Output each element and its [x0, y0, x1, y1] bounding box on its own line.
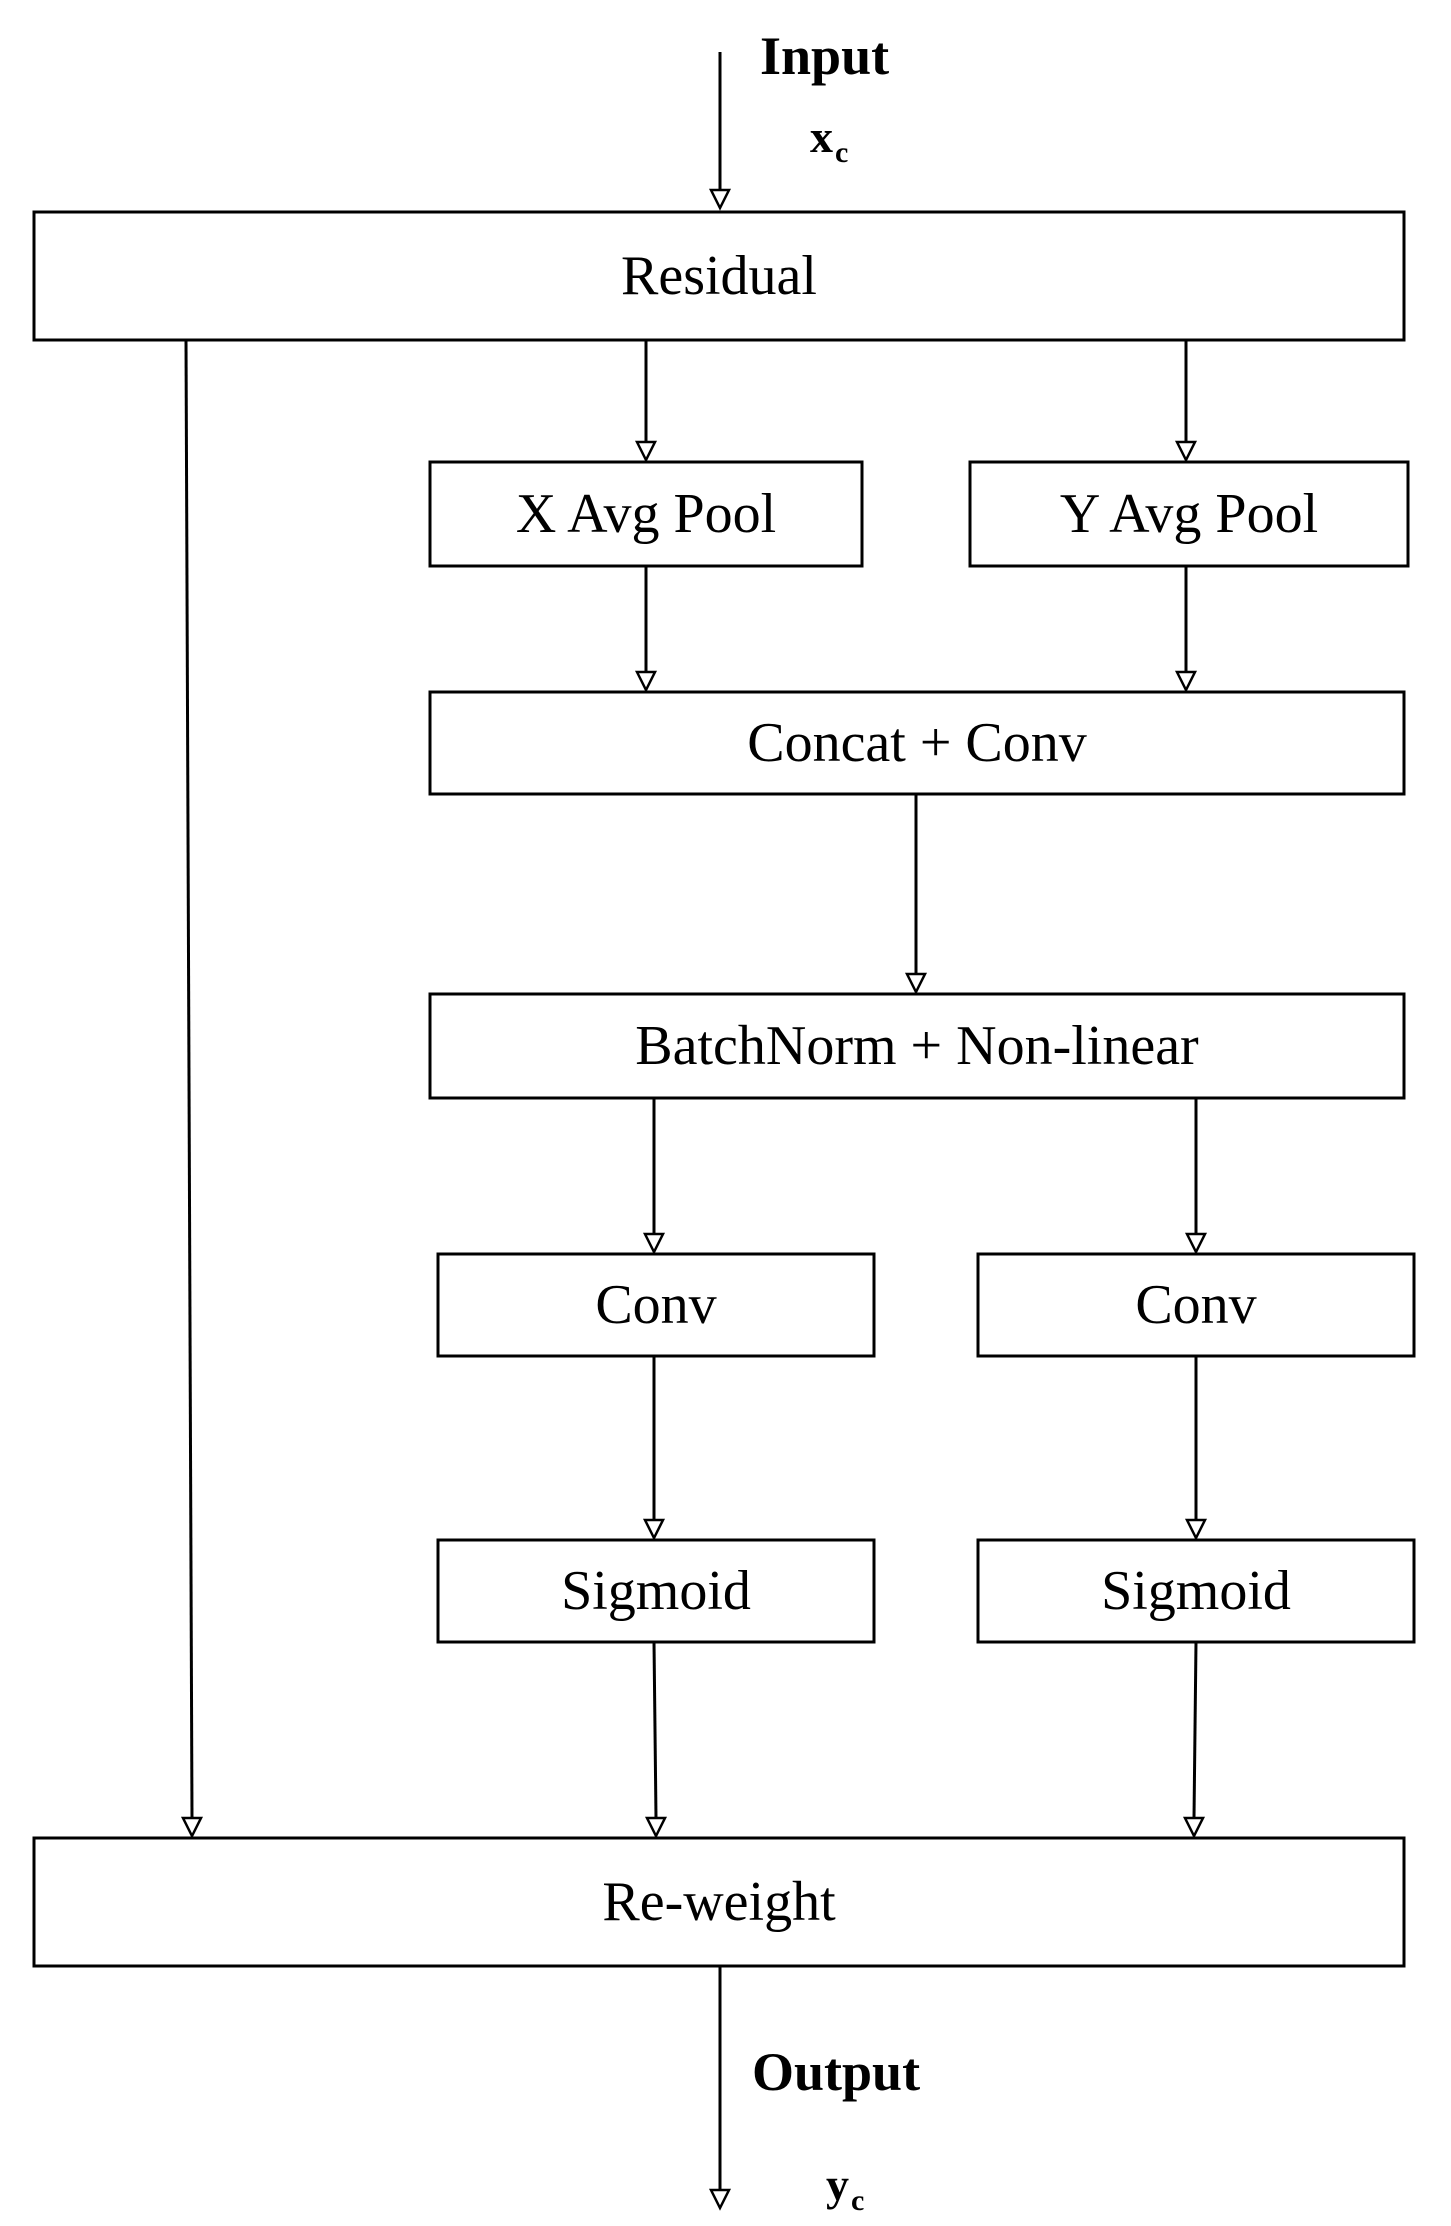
concat-conv-label: Concat + Conv — [747, 712, 1087, 774]
input-variable-subscript: c — [835, 136, 848, 169]
node-batchnorm: BatchNorm + Non-linear — [428, 992, 1406, 1100]
output-variable-base: y — [826, 2159, 849, 2210]
edge-concat-conv-batchnorm — [904, 794, 928, 995]
node-conv-left: Conv — [436, 1252, 876, 1358]
edge-reweight-output — [708, 1966, 732, 2211]
node-x-avg-pool: X Avg Pool — [428, 460, 864, 568]
y-avg-pool-label: Y Avg Pool — [1060, 483, 1318, 545]
edge-batchnorm-conv-right — [1184, 1098, 1208, 1255]
edge-residual-y-avg-pool — [1174, 340, 1198, 463]
conv-left-label: Conv — [595, 1274, 716, 1336]
edge-sigmoid-left-reweight — [644, 1641, 668, 1839]
reweight-label: Re-weight — [602, 1871, 836, 1933]
input-label-group: Input xc — [760, 26, 889, 169]
x-avg-pool-label: X Avg Pool — [516, 483, 776, 545]
edge-x-avg-pool-concat-conv — [634, 566, 658, 693]
edge-conv-right-sigmoid-right — [1184, 1356, 1208, 1541]
edge-residual-x-avg-pool — [634, 340, 658, 463]
node-sigmoid-right: Sigmoid — [976, 1538, 1416, 1644]
edge-sigmoid-right-reweight — [1182, 1641, 1206, 1839]
output-variable: yc — [826, 2159, 864, 2217]
residual-label: Residual — [621, 245, 817, 307]
output-variable-subscript: c — [851, 2184, 864, 2217]
edge-batchnorm-conv-left — [642, 1098, 666, 1255]
sigmoid-left-label: Sigmoid — [561, 1560, 751, 1622]
node-concat-conv: Concat + Conv — [428, 690, 1406, 796]
conv-right-label: Conv — [1135, 1274, 1256, 1336]
sigmoid-right-label: Sigmoid — [1101, 1560, 1291, 1622]
node-y-avg-pool: Y Avg Pool — [968, 460, 1410, 568]
input-variable-base: x — [810, 111, 833, 162]
edge-y-avg-pool-concat-conv — [1174, 566, 1198, 693]
node-conv-right: Conv — [976, 1252, 1416, 1358]
input-variable: xc — [810, 111, 848, 169]
edges — [180, 52, 1208, 2211]
output-label-group: Output yc — [752, 2042, 920, 2217]
input-label: Input — [760, 26, 889, 86]
edge-conv-left-sigmoid-left — [642, 1356, 666, 1541]
node-residual: Residual — [32, 210, 1406, 342]
edge-input-residual — [708, 52, 732, 211]
node-sigmoid-left: Sigmoid — [436, 1538, 876, 1644]
edge-residual-reweight — [180, 339, 204, 1839]
batchnorm-label: BatchNorm + Non-linear — [635, 1015, 1199, 1077]
node-reweight: Re-weight — [32, 1836, 1406, 1968]
output-label: Output — [752, 2042, 920, 2102]
